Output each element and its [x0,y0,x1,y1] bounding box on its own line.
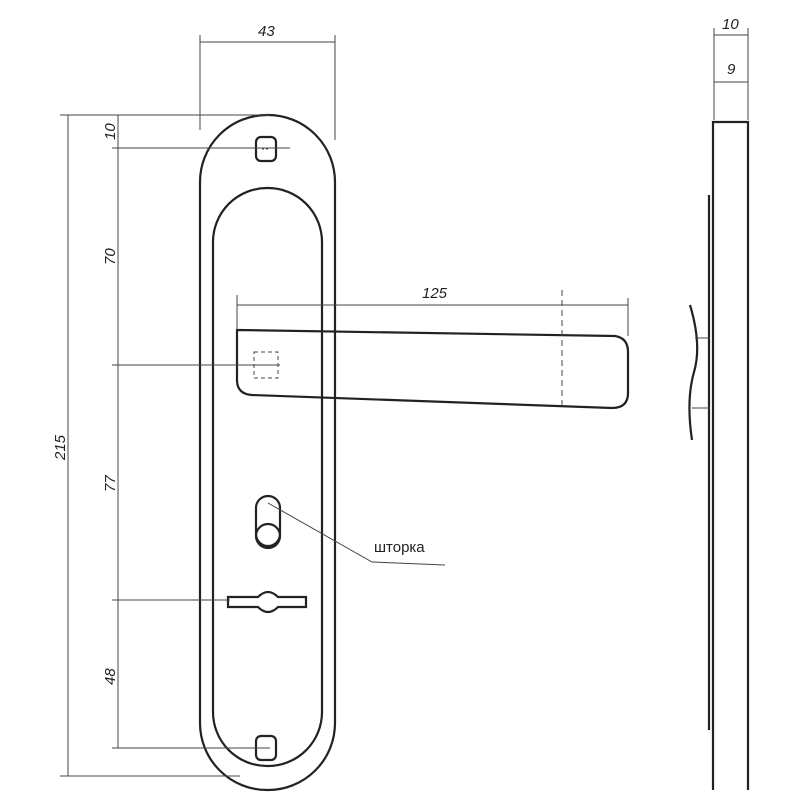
dim-side-plate-thickness: 9 [727,61,736,78]
dim-top-to-screw: 10 [102,123,119,140]
handle-lever [235,328,630,410]
top-screw-hole [254,135,278,163]
side-handle-profile [688,304,699,441]
shutter-cylinder [254,494,282,550]
front-plate-inner-outline [211,186,324,768]
dim-plate-width: 43 [258,23,275,40]
dim-side-total-thickness: 10 [722,16,739,33]
dim-key-to-screw: 48 [102,668,119,685]
dim-handle-to-key: 77 [102,475,119,492]
callout-leader [267,502,446,566]
dim-screw-to-handle: 70 [102,248,119,265]
callout-label: шторка [374,539,425,556]
dim-total-height: 215 [52,434,69,461]
dim-handle-length: 125 [422,285,448,302]
bolt-turn-slot [226,590,308,614]
side-plate [711,120,750,790]
